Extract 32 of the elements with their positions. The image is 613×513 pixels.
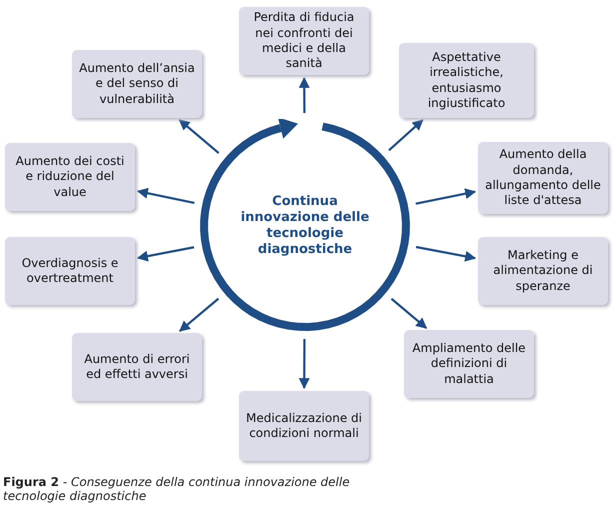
consequence-label: Medicalizzazione di condizioni normali [245, 410, 363, 442]
arrow [416, 246, 476, 262]
arrow [178, 298, 220, 332]
consequence-box [5, 237, 135, 305]
arrow [136, 188, 195, 204]
consequence-box [404, 330, 534, 398]
consequence-box [72, 333, 202, 401]
arrow [178, 119, 220, 154]
arrow [388, 119, 424, 152]
consequence-label: Ampliamento delle definizioni di malattia [411, 340, 527, 388]
consequence-label: Perdita di fiducia nei confronti dei medici e della sanità [252, 10, 356, 72]
consequence-box [239, 7, 369, 75]
consequence-label: Marketing e alimentazione di speranze [492, 248, 594, 294]
consequence-label: Aspettative irrealistiche, entusiasmo ingiustificato [426, 50, 506, 112]
consequence-label: Aumento di errori ed effetti avversi [83, 352, 191, 382]
consequence-label: Overdiagnosis e overtreatment [20, 256, 120, 286]
consequence-box [478, 142, 608, 214]
arrow [298, 76, 310, 113]
center-label: Continua innovazione delle tecnologie diagnostiche [240, 194, 370, 258]
arrow [390, 298, 428, 329]
consequence-label: Aumento dell’ansia e del senso di vulnerabilità [78, 60, 196, 108]
consequence-box [5, 143, 135, 211]
consequence-label: Aumento dei costi e riduzione del value [14, 154, 126, 200]
arrow [298, 339, 310, 390]
consequence-box [72, 50, 202, 118]
consequence-label: Aumento della domanda, allungamento delle liste d'attesa [484, 147, 602, 209]
consequence-box [478, 237, 608, 305]
figure-caption: Figura 2 - Conseguenze della continua innovazione delle tecnologie diagnostiche [3, 476, 351, 504]
consequence-box [239, 391, 369, 461]
consequence-box [399, 43, 534, 118]
arrow [136, 246, 194, 262]
arrow [416, 188, 476, 205]
